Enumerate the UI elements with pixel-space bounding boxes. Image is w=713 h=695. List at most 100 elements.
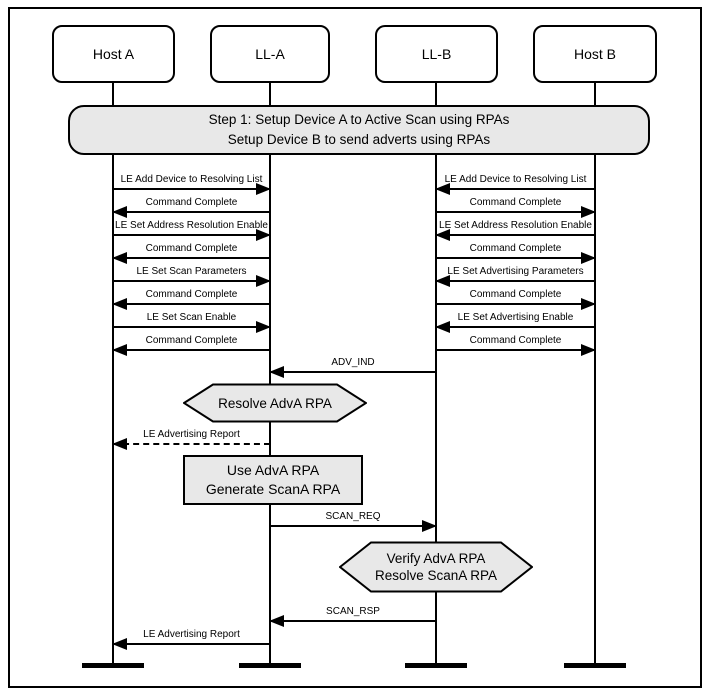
lifeline-end-ll-b [405, 663, 467, 668]
message-line [113, 280, 270, 282]
message-label: Command Complete [145, 197, 238, 208]
message-label: LE Set Address Resolution Enable [439, 220, 592, 231]
lifeline-host-b [594, 83, 596, 667]
arrowhead-left-icon [435, 275, 450, 287]
hci-message: LE Set Scan Parameters [113, 266, 271, 287]
message-label: LE Set Advertising Enable [457, 312, 574, 323]
actor-label: Host A [92, 46, 135, 62]
message-label: LE Add Device to Resolving List [444, 174, 587, 185]
actor-label: Host B [573, 46, 616, 62]
process-label: Resolve AdvA RPA [218, 395, 332, 411]
hci-message: LE Set Advertising Parameters [435, 266, 595, 287]
hci-message: Command Complete [436, 335, 596, 356]
process-hexagon-resolve-adva: Resolve AdvA RPA [183, 383, 367, 423]
actor-label: LL-A [255, 46, 285, 62]
step-banner-line-1: Step 1: Setup Device A to Active Scan us… [208, 112, 510, 127]
message-label: LE Set Advertising Parameters [447, 266, 584, 277]
actor-box-ll-b: LL-B [375, 25, 498, 83]
hci-message: Command Complete [112, 335, 270, 356]
arrowhead-left-icon [112, 298, 127, 310]
arrowhead-left-icon [435, 229, 450, 241]
message-line [436, 188, 595, 190]
arrowhead-right-icon [422, 520, 437, 532]
hexagon-polygon [183, 383, 367, 423]
air-message-adv-ind: ADV_IND [269, 357, 436, 378]
message-label: LE Advertising Report [143, 629, 240, 640]
message-line [113, 257, 270, 259]
message-label: ADV_IND [331, 357, 375, 368]
message-label: LE Advertising Report [143, 429, 240, 440]
message-line [270, 620, 436, 622]
message-line [436, 280, 595, 282]
message-line [436, 234, 595, 236]
message-label: LE Set Address Resolution Enable [115, 220, 268, 231]
hci-message: LE Set Scan Enable [113, 312, 271, 333]
message-label: Command Complete [469, 289, 562, 300]
message-line [113, 303, 270, 305]
message-label: LE Set Scan Enable [146, 312, 237, 323]
step-banner-line-2: Setup Device B to send adverts using RPA… [227, 132, 491, 147]
hci-message: LE Add Device to Resolving List [113, 174, 271, 195]
process-label: Resolve ScanA RPA [374, 568, 498, 583]
message-label: LE Add Device to Resolving List [120, 174, 263, 185]
lifeline-ll-b [435, 83, 437, 667]
actor-box-host-b: Host B [533, 25, 657, 83]
message-label: LE Set Scan Parameters [136, 266, 247, 277]
message-line [113, 349, 270, 351]
arrowhead-left-icon [112, 638, 127, 650]
hexagon-polygon [339, 541, 533, 593]
message-line [436, 326, 595, 328]
lifeline-end-host-b [564, 663, 626, 668]
arrowhead-right-icon [256, 183, 271, 195]
message-label: Command Complete [469, 243, 562, 254]
message-label: SCAN_REQ [325, 511, 381, 522]
arrowhead-left-icon [435, 183, 450, 195]
arrowhead-right-icon [256, 275, 271, 287]
message-line [436, 349, 595, 351]
hci-message: Command Complete [436, 289, 596, 310]
hci-message: LE Set Address Resolution Enable [435, 220, 595, 241]
hexagon-shape [339, 541, 533, 593]
hci-message: Command Complete [436, 243, 596, 264]
arrowhead-right-icon [581, 298, 596, 310]
process-label: Verify AdvA RPA [386, 551, 486, 566]
arrowhead-right-icon [581, 252, 596, 264]
step-banner: Step 1: Setup Device A to Active Scan us… [68, 105, 650, 155]
message-line [436, 211, 595, 213]
message-line [436, 257, 595, 259]
arrowhead-left-icon [112, 206, 127, 218]
hci-message: LE Set Address Resolution Enable [113, 220, 271, 241]
arrowhead-left-icon [112, 438, 127, 450]
arrowhead-right-icon [256, 321, 271, 333]
hci-message: Command Complete [112, 243, 270, 264]
process-hexagon-verify-adva: Verify AdvA RPA Resolve ScanA RPA [339, 541, 533, 593]
lifeline-end-ll-a [239, 663, 301, 668]
message-line-dashed [113, 443, 270, 445]
hci-message: Command Complete [112, 289, 270, 310]
process-label: Use AdvA RPA [226, 462, 320, 478]
message-line [113, 234, 270, 236]
message-label: SCAN_RSP [326, 606, 380, 617]
message-line [113, 326, 270, 328]
message-line [113, 188, 270, 190]
message-line [436, 303, 595, 305]
arrowhead-right-icon [581, 206, 596, 218]
event-le-advertising-report-dashed: LE Advertising Report [112, 429, 270, 450]
figure-border [8, 7, 702, 688]
arrowhead-left-icon [112, 252, 127, 264]
message-label: Command Complete [469, 197, 562, 208]
hci-message: Command Complete [436, 197, 596, 218]
lifeline-end-host-a [82, 663, 144, 668]
arrowhead-right-icon [581, 344, 596, 356]
hexagon-shape [183, 383, 367, 423]
process-box-use-adva: Use AdvA RPA Generate ScanA RPA [183, 455, 363, 505]
arrowhead-left-icon [112, 344, 127, 356]
hci-message: Command Complete [112, 197, 270, 218]
arrowhead-right-icon [256, 229, 271, 241]
event-le-advertising-report: LE Advertising Report [112, 629, 270, 650]
message-line [270, 525, 436, 527]
message-label: Command Complete [145, 289, 238, 300]
message-line [113, 643, 270, 645]
actor-box-host-a: Host A [52, 25, 175, 83]
air-message-scan-req: SCAN_REQ [270, 511, 437, 532]
